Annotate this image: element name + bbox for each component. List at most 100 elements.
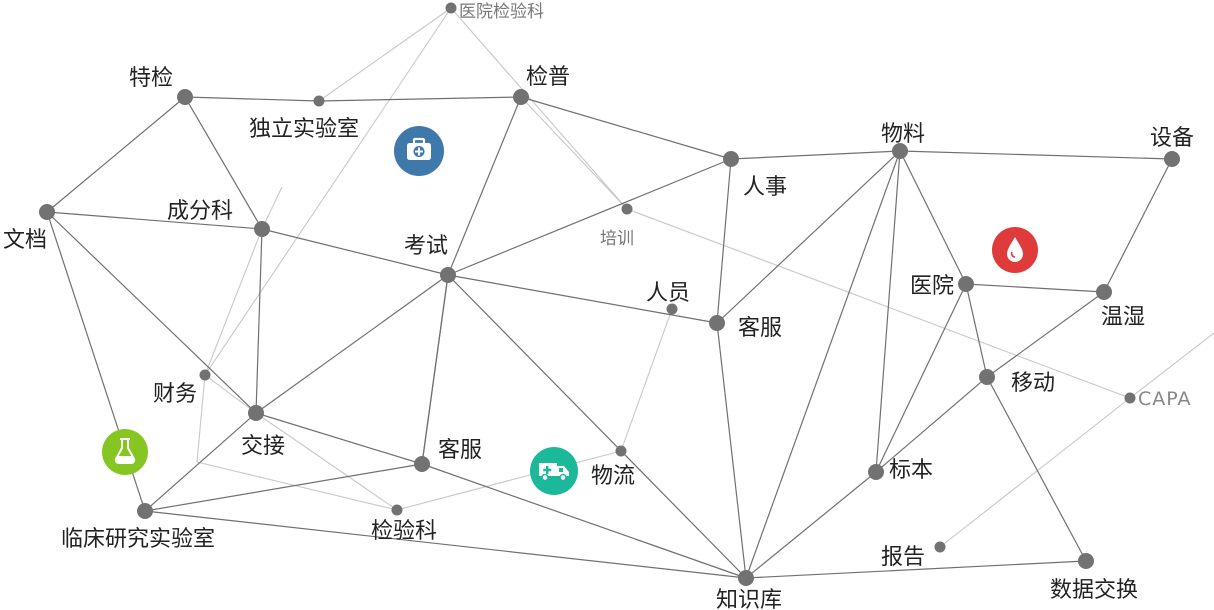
- label-general-test: 检普: [526, 65, 570, 90]
- label-capa: CAPA: [1138, 388, 1192, 410]
- node-capa: [1124, 392, 1136, 404]
- node-training: [621, 203, 633, 215]
- node-clinical-lab: [137, 503, 153, 519]
- edge-service1-knowledge: [716, 322, 747, 579]
- edge-component-finance: [204, 228, 263, 376]
- edge-exam-handover: [255, 274, 449, 414]
- edge-knowledge-data_exchange: [745, 560, 1087, 579]
- node-docs: [39, 204, 55, 220]
- label-knowledge: 知识库: [716, 588, 782, 610]
- edge-report-capa: [939, 397, 1131, 548]
- node-knowledge: [738, 570, 754, 586]
- label-exam: 考试: [404, 234, 448, 259]
- node-lab-dept: [391, 504, 403, 516]
- edge-hospital_lab-finance: [204, 7, 452, 376]
- label-hospital-lab: 医院检验科: [459, 2, 544, 22]
- edge-special_test-independent_lab: [184, 96, 320, 102]
- node-mobile: [979, 369, 995, 385]
- node-layer: [39, 2, 1180, 586]
- edge-hospital-specimen: [875, 283, 967, 473]
- label-handover: 交接: [241, 434, 285, 459]
- node-report: [934, 541, 946, 553]
- label-service2: 客服: [438, 438, 482, 463]
- label-logistics: 物流: [591, 464, 635, 489]
- medical-kit-icon: [394, 126, 444, 176]
- node-materials: [892, 143, 908, 159]
- edge-component-exam: [261, 228, 449, 276]
- node-handover: [248, 405, 264, 421]
- edge-materials-equipment: [899, 150, 1173, 160]
- node-finance: [199, 369, 211, 381]
- label-special-test: 特检: [129, 66, 173, 91]
- label-materials: 物料: [881, 122, 925, 147]
- node-component: [254, 221, 270, 237]
- edge-hospital_lab-independent_lab: [318, 7, 452, 102]
- edge-special_test-component: [184, 96, 263, 230]
- node-personnel-affairs: [723, 151, 739, 167]
- edge-training-capa: [626, 208, 1131, 399]
- edge-personnel_affairs-service1: [716, 158, 732, 324]
- edge-handover-clinical_lab: [144, 412, 257, 512]
- edge-mobile-specimen: [875, 376, 988, 473]
- flask-icon: [102, 429, 148, 475]
- edge-handover-service2: [255, 412, 423, 465]
- label-layer: 医院检验科特检独立实验室检普物料设备人事培训成分科文档考试人员客服医院温湿财务移…: [3, 2, 1194, 610]
- node-data-exchange: [1078, 553, 1094, 569]
- label-finance: 财务: [153, 382, 197, 407]
- label-staff: 人员: [646, 281, 690, 306]
- edge-specimen-knowledge: [745, 471, 877, 579]
- node-exam: [440, 267, 456, 283]
- edge-materials-service1: [716, 150, 901, 324]
- edge-logistics-lab_dept: [396, 450, 622, 511]
- edge-hospital-temp_humidity: [965, 283, 1105, 293]
- edge-personnel_affairs-exam: [447, 158, 732, 276]
- node-equipment: [1164, 151, 1180, 167]
- edge-clinical_lab-knowledge: [144, 510, 747, 579]
- node-service2: [414, 456, 430, 472]
- blood-drop-icon: [992, 227, 1038, 273]
- node-staff: [666, 303, 678, 315]
- edge-special_test-docs: [46, 96, 186, 213]
- edge-docs-handover: [46, 211, 257, 414]
- node-service1: [709, 315, 725, 331]
- edge-free-2: [1129, 332, 1214, 399]
- node-independent-lab: [313, 95, 325, 107]
- label-personnel-affairs: 人事: [743, 175, 787, 200]
- edge-equipment-temp_humidity: [1103, 158, 1173, 293]
- edge-free-1: [196, 461, 398, 511]
- edge-materials-hospital: [899, 150, 967, 285]
- edge-component-handover: [255, 228, 263, 414]
- edge-free-0: [196, 374, 206, 463]
- node-general-test: [513, 89, 529, 105]
- node-specimen: [868, 464, 884, 480]
- edge-exam-knowledge: [447, 274, 747, 579]
- node-logistics: [615, 445, 627, 457]
- label-lab-dept: 检验科: [371, 519, 437, 544]
- label-report: 报告: [881, 545, 925, 570]
- edge-lab_dept-handover: [255, 412, 398, 511]
- label-docs: 文档: [3, 228, 47, 253]
- ambulance-icon: [530, 447, 578, 495]
- edge-materials-knowledge: [745, 150, 901, 579]
- edge-general_test-personnel_affairs: [520, 96, 732, 160]
- node-hospital-lab: [445, 2, 457, 14]
- edge-personnel_affairs-materials: [730, 150, 901, 160]
- edge-general_test-training: [520, 96, 628, 210]
- edge-staff-logistics: [620, 308, 673, 452]
- edge-service2-exam: [421, 274, 449, 465]
- label-equipment: 设备: [1150, 126, 1194, 151]
- label-clinical-lab: 临床研究实验室: [61, 527, 215, 552]
- edge-general_test-exam: [447, 96, 522, 276]
- edge-layer: [46, 7, 1214, 579]
- edge-temp_humidity-mobile: [986, 291, 1105, 378]
- node-temp-humidity: [1096, 284, 1112, 300]
- label-mobile: 移动: [1011, 371, 1055, 396]
- edge-exam-service1: [447, 274, 718, 324]
- label-data-exchange: 数据交换: [1050, 578, 1138, 603]
- label-independent-lab: 独立实验室: [249, 117, 359, 142]
- label-specimen: 标本: [889, 458, 933, 483]
- edge-docs-component: [46, 211, 263, 230]
- edge-materials-specimen: [875, 150, 901, 473]
